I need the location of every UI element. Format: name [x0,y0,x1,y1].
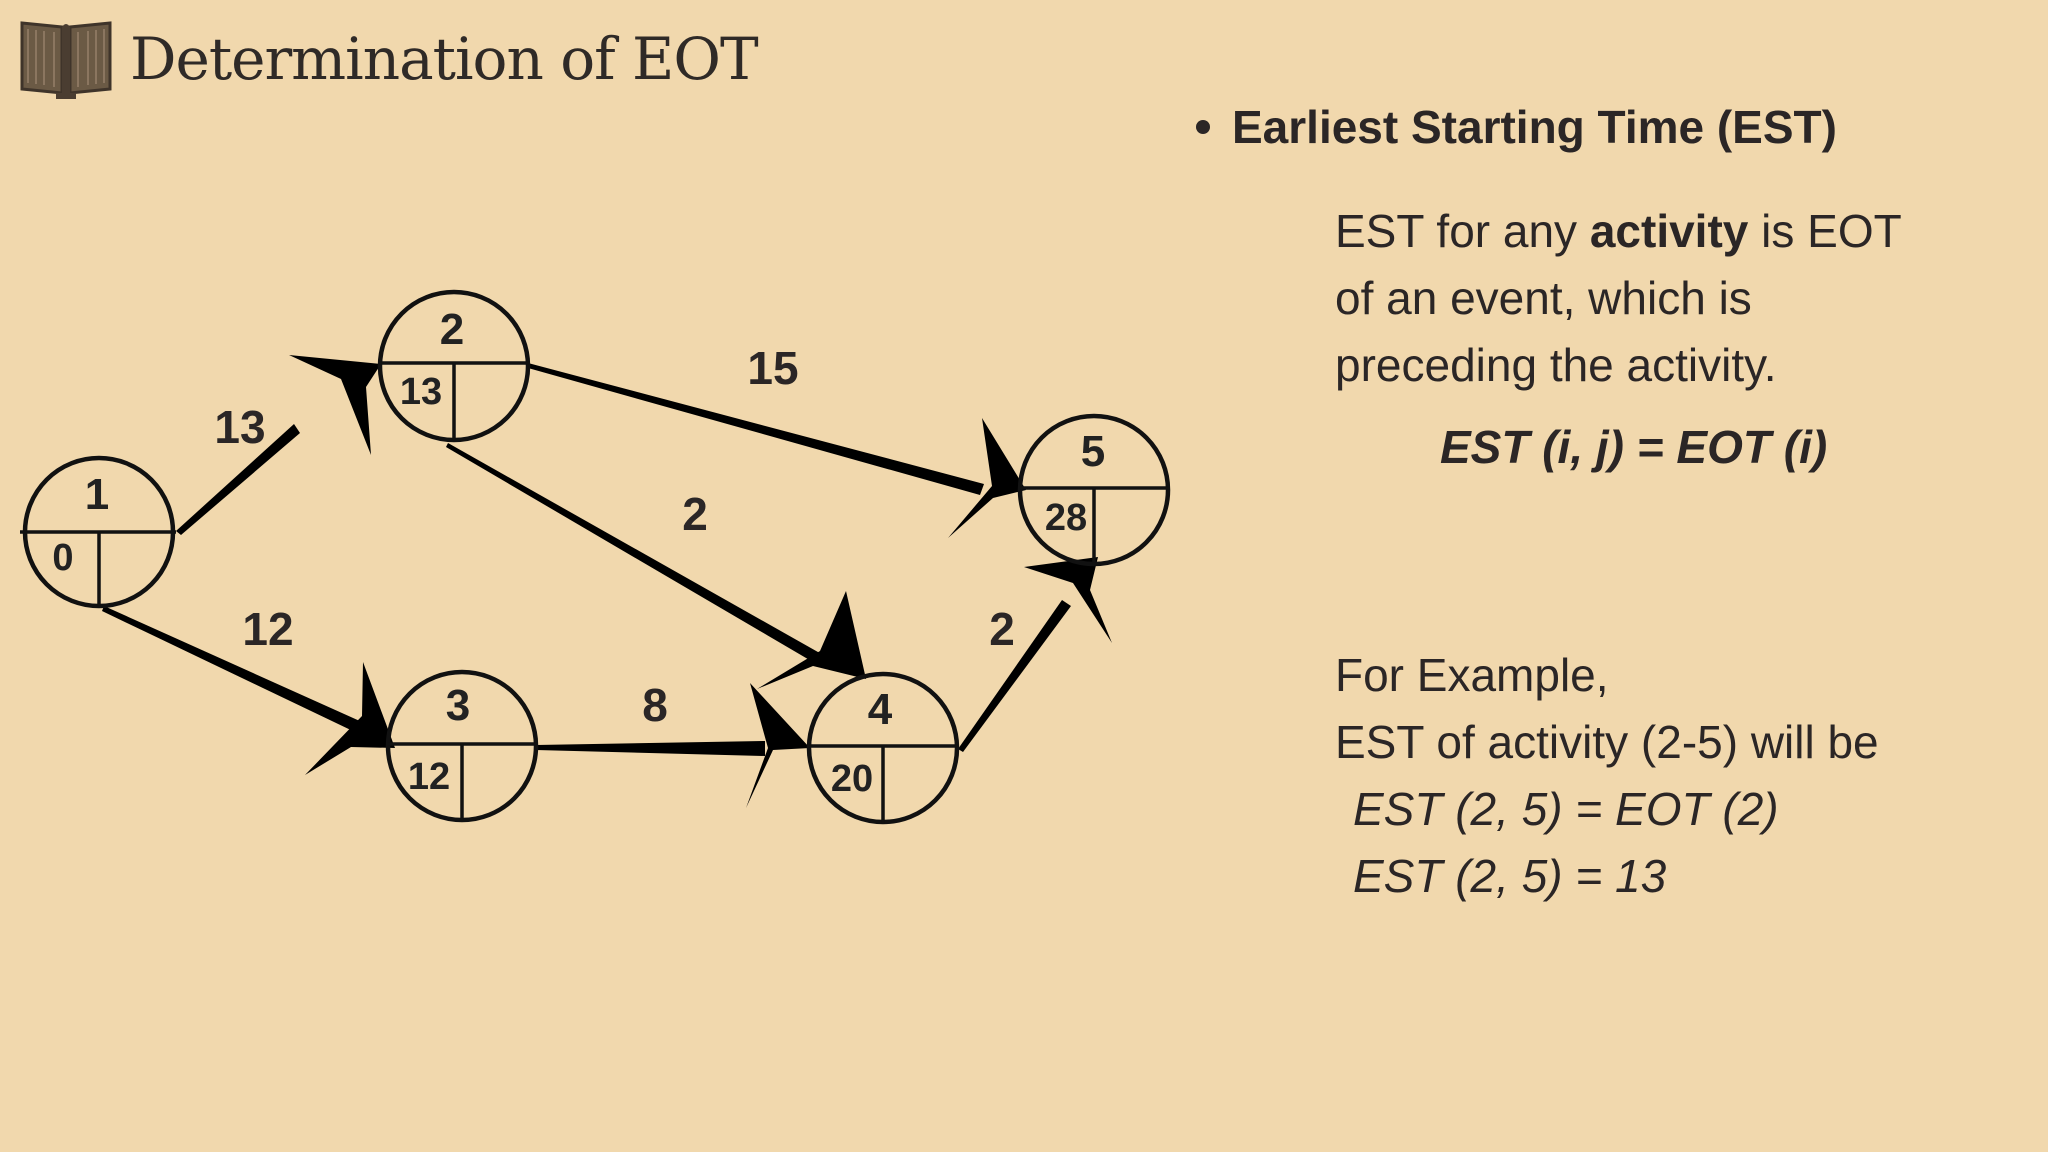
event-id: 4 [868,685,893,734]
est-bullet: Earliest Starting Time (EST) [1196,100,1837,154]
event-eot: 28 [1045,497,1087,539]
est-formula: EST (i, j) = EOT (i) [1440,421,1828,473]
definition-text: is EOT [1748,205,1902,257]
event-id: 1 [85,470,109,519]
event-node-4: 4 20 [806,671,960,825]
event-eot: 13 [400,371,442,413]
activity-arrow-3-4 [536,683,810,808]
duration-label-2-4: 2 [682,488,708,540]
activity-arrow-2-5 [528,363,1026,538]
example-equation-1: EST (2, 5) = EOT (2) [1353,783,1779,835]
event-eot: 0 [52,537,73,579]
duration-label-1-3: 12 [242,603,293,655]
event-node-1: 1 0 [20,455,176,609]
definition-line-2: of an event, which is [1335,272,1752,324]
est-definition: EST for any activity is EOT of an event,… [1335,198,1995,399]
example-statement: EST of activity (2-5) will be [1335,716,1879,768]
activity-arrow-4-5 [958,557,1112,752]
duration-label-1-2: 13 [214,401,265,453]
event-id: 5 [1081,427,1105,476]
event-node-5: 5 28 [1017,413,1171,567]
duration-label-4-5: 2 [989,603,1015,655]
open-book-icon [20,21,112,99]
activity-arrow-1-2 [176,355,381,535]
example-intro: For Example, [1335,649,1609,701]
definition-bold-term: activity [1589,205,1749,257]
duration-label-2-5: 15 [747,342,798,394]
event-node-2: 2 13 [377,289,531,443]
est-heading: Earliest Starting Time (EST) [1232,101,1837,153]
event-id: 3 [446,681,470,730]
bullet-dot [1196,120,1210,134]
definition-line-3: preceding the activity. [1335,339,1777,391]
event-eot: 12 [408,756,450,798]
activity-arrow-2-4 [446,443,866,689]
definition-line-1: EST for any activity is EOT [1335,198,1995,265]
slide-header: Determination of EOT [18,14,759,104]
activity-arrow-1-3 [102,606,395,775]
event-eot: 20 [831,758,873,800]
example-equation-2: EST (2, 5) = 13 [1353,850,1667,902]
slide-title: Determination of EOT [130,25,759,93]
event-node-3: 3 12 [385,669,539,823]
example-block: For Example, EST of activity (2-5) will … [1335,642,1879,910]
event-id: 2 [440,305,464,354]
definition-text: EST for any [1335,205,1590,257]
duration-label-3-4: 8 [642,679,668,731]
